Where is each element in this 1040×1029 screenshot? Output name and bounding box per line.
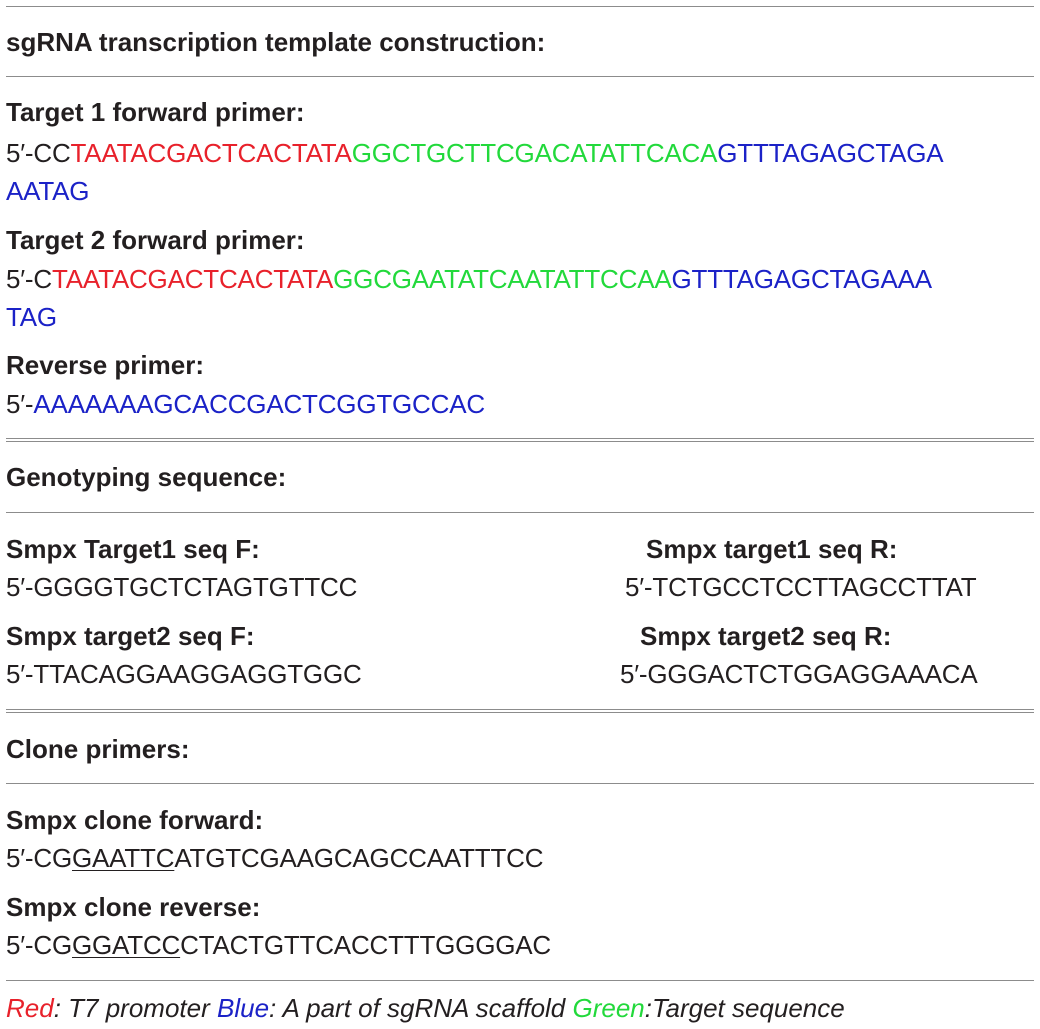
legend-blue-desc: : A part of sgRNA scaffold	[269, 993, 573, 1023]
target2-scaffold-part1: GTTTAGAGCTAGAAA	[671, 264, 932, 294]
clone-forward-ecori-site: GAATTC	[72, 843, 175, 873]
target2-sequence-line1: 5′-CTAATACGACTCACTATAGGCGAATATCAATATTCCA…	[6, 264, 932, 294]
clone-forward-sequence: 5′-CGGAATTCATGTCGAAGCAGCCAATTTCC	[6, 843, 543, 873]
target1-label: Target 1 forward primer:	[6, 97, 305, 127]
clone-reverse-bamhi-site: GGATCC	[72, 930, 181, 960]
t2-r-label: Smpx target2 seq R:	[640, 621, 892, 651]
target1-scaffold-part2: AATAG	[6, 176, 90, 206]
color-legend: Red: T7 promoter Blue: A part of sgRNA s…	[6, 993, 845, 1023]
target2-scaffold-part2: TAG	[6, 302, 57, 332]
clone-reverse-sequence: 5′-CGGGATCCCTACTGTTCACCTTTGGGGAC	[6, 930, 551, 960]
t1-f-sequence: 5′-GGGGTGCTCTAGTGTTCC	[6, 572, 358, 602]
target2-t7-promoter: TAATACGACTCACTATA	[51, 264, 334, 294]
t2-f-sequence: 5′-TTACAGGAAGGAGGTGGC	[6, 659, 362, 689]
clone-reverse-rest: CTACTGTTCACCTTTGGGGAC	[180, 930, 551, 960]
target1-sequence-line1: 5′-CCTAATACGACTCACTATAGGCTGCTTCGACATATTC…	[6, 138, 944, 168]
reverse-scaffold: AAAAAAAGCACCGACTCGGTGCCAC	[33, 389, 485, 419]
t1-r-sequence: 5′-TCTGCCTCCTTAGCCTTAT	[625, 572, 977, 602]
clone-heading: Clone primers:	[6, 734, 190, 764]
t2-r-sequence: 5′-GGGACTCTGGAGGAAACA	[620, 659, 978, 689]
target1-t7-promoter: TAATACGACTCACTATA	[70, 138, 352, 168]
legend-blue-word: Blue	[216, 993, 270, 1023]
t1-r-label: Smpx target1 seq R:	[646, 534, 898, 564]
reverse-primer-sequence: 5′-AAAAAAAGCACCGACTCGGTGCCAC	[6, 389, 485, 419]
clone-forward-label: Smpx clone forward:	[6, 805, 264, 835]
legend-red-word: Red	[6, 993, 54, 1023]
genotyping-heading: Genotyping sequence:	[6, 462, 287, 492]
genotyping-rule	[6, 512, 1034, 513]
sgrna-rule	[6, 76, 1034, 77]
clone-double-rule	[6, 709, 1034, 713]
reverse-primer-label: Reverse primer:	[6, 350, 204, 380]
sgrna-heading: sgRNA transcription template constructio…	[6, 27, 546, 57]
target1-scaffold-part1: GTTTAGAGCTAGA	[717, 138, 944, 168]
target1-target-sequence: GGCTGCTTCGACATATTCACA	[351, 138, 718, 168]
top-rule	[6, 6, 1034, 7]
t1-f-label: Smpx Target1 seq F:	[6, 534, 260, 564]
clone-reverse-label: Smpx clone reverse:	[6, 892, 261, 922]
legend-red-desc: : T7 promoter	[53, 993, 217, 1023]
clone-forward-prefix: 5′-CG	[6, 843, 72, 873]
legend-green-desc: :Target sequence	[644, 993, 845, 1023]
target1-prefix: 5′-CC	[6, 138, 71, 168]
target2-target-sequence: GGCGAATATCAATATTCCAA	[333, 264, 672, 294]
legend-green-word: Green	[572, 993, 645, 1023]
reverse-prefix: 5′-	[6, 389, 34, 419]
target2-label: Target 2 forward primer:	[6, 225, 305, 255]
clone-forward-rest: ATGTCGAAGCAGCCAATTTCC	[174, 843, 544, 873]
clone-reverse-prefix: 5′-CG	[6, 930, 72, 960]
target2-prefix: 5′-C	[6, 264, 52, 294]
t2-f-label: Smpx target2 seq F:	[6, 621, 255, 651]
clone-rule	[6, 783, 1034, 784]
legend-rule	[6, 980, 1034, 981]
genotyping-double-rule	[6, 438, 1034, 442]
